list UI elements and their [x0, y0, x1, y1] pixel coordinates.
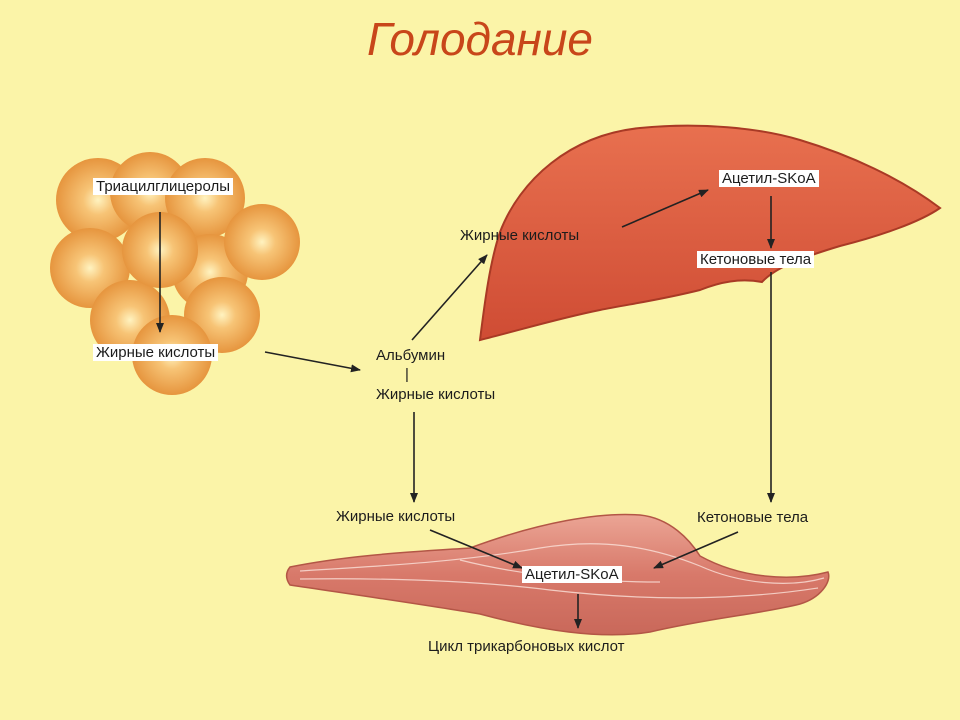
- label-tca-cycle: Цикл трикарбоновых кислот: [428, 638, 625, 655]
- label-muscle-ketone-bodies: Кетоновые тела: [697, 509, 809, 526]
- label-liver-acetyl-scoa: Ацетил-SKoA: [719, 170, 819, 187]
- label-adipose-triacylglycerols: Триацилглицеролы: [93, 178, 234, 195]
- label-muscle-acetyl-scoa: Ацетил-SKoA: [522, 566, 622, 583]
- page-title: Голодание: [366, 13, 594, 65]
- label-albumin-bond: |: [405, 366, 409, 383]
- arrow-muscle-ketones-to-acetyl: [653, 531, 739, 569]
- label-blood-fatty-acids: Жирные кислоты: [376, 386, 496, 403]
- liver: [478, 124, 942, 342]
- label-adipose-fatty-acids: Жирные кислоты: [93, 344, 219, 361]
- arrow-muscle-fa-to-acetyl: [429, 529, 523, 569]
- pathway-arrows: [156, 189, 775, 629]
- label-liver-fatty-acids: Жирные кислоты: [460, 227, 580, 244]
- label-liver-ketone-bodies: Кетоновые тела: [697, 251, 815, 268]
- fat-cell: [224, 204, 300, 280]
- arrow-liver-fa-to-acetyl: [621, 189, 709, 228]
- label-albumin: Альбумин: [376, 347, 446, 364]
- label-muscle-fatty-acids: Жирные кислоты: [336, 508, 456, 525]
- arrow-albumin-to-liver-fa: [411, 254, 488, 341]
- arrow-fa-to-albumin: [264, 351, 361, 373]
